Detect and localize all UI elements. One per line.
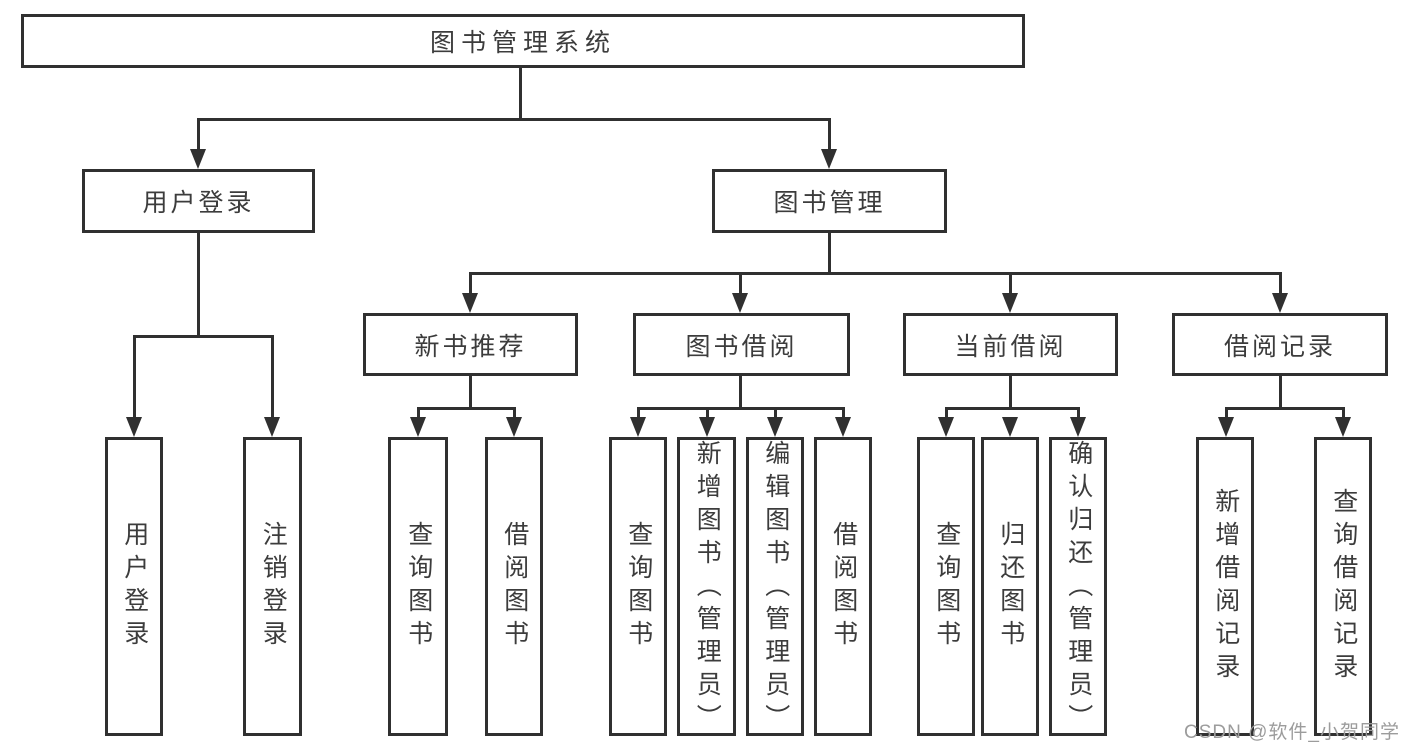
connector-vline — [1077, 407, 1080, 417]
connector-vline — [842, 407, 845, 417]
arrow-down-icon — [1070, 417, 1086, 437]
connector-vline — [739, 272, 742, 293]
arrow-down-icon — [1218, 417, 1234, 437]
leaf-user-login: 用户登录 — [105, 437, 163, 736]
leaf-query-books-current: 查询图书 — [917, 437, 975, 736]
connector-vline — [828, 233, 831, 272]
arrow-down-icon — [630, 417, 646, 437]
arrow-down-icon — [1335, 417, 1351, 437]
arrow-down-icon — [1272, 293, 1288, 313]
arrow-down-icon — [1002, 293, 1018, 313]
leaf-return-book: 归还图书 — [981, 437, 1039, 736]
connector-vline — [513, 407, 516, 417]
connector-vline — [519, 68, 522, 118]
arrow-down-icon — [732, 293, 748, 313]
connector-vline — [1009, 376, 1012, 407]
connector-hline — [469, 272, 1282, 275]
leaf-logout: 注销登录 — [243, 437, 302, 736]
connector-vline — [1279, 272, 1282, 293]
connector-vline — [271, 335, 274, 417]
leaf-confirm-return-admin: 确认归还（管理员） — [1049, 437, 1107, 737]
node-user-login: 用户登录 — [82, 169, 315, 233]
arrow-down-icon — [767, 417, 783, 437]
connector-vline — [417, 407, 420, 417]
node-new-book-recommend: 新书推荐 — [363, 313, 578, 376]
node-book-management: 图书管理 — [712, 169, 947, 233]
connector-vline — [469, 376, 472, 407]
connector-vline — [469, 272, 472, 293]
connector-vline — [1009, 272, 1012, 293]
arrow-down-icon — [126, 417, 142, 437]
connector-vline — [637, 407, 640, 417]
connector-vline — [828, 118, 831, 150]
connector-vline — [1279, 376, 1282, 407]
connector-hline — [1225, 407, 1344, 410]
arrow-down-icon — [264, 417, 280, 437]
connector-vline — [197, 233, 200, 335]
connector-vline — [1342, 407, 1345, 417]
connector-hline — [133, 335, 274, 338]
arrow-down-icon — [410, 417, 426, 437]
leaf-borrow-books-recommend: 借阅图书 — [485, 437, 543, 736]
node-book-borrowing: 图书借阅 — [633, 313, 850, 376]
connector-vline — [133, 335, 136, 417]
arrow-down-icon — [462, 293, 478, 313]
leaf-borrow-books: 借阅图书 — [814, 437, 872, 736]
connector-hline — [637, 407, 845, 410]
arrow-down-icon — [1002, 417, 1018, 437]
connector-vline — [774, 407, 777, 417]
connector-vline — [706, 407, 709, 417]
connector-vline — [739, 376, 742, 407]
arrow-down-icon — [938, 417, 954, 437]
node-library-management-system: 图书管理系统 — [21, 14, 1025, 68]
connector-hline — [945, 407, 1080, 410]
arrow-down-icon — [699, 417, 715, 437]
connector-vline — [1225, 407, 1228, 417]
leaf-add-borrow-record: 新增借阅记录 — [1196, 437, 1254, 736]
arrow-down-icon — [506, 417, 522, 437]
leaf-add-book-admin: 新增图书（管理员） — [677, 437, 736, 737]
arrow-down-icon — [835, 417, 851, 437]
arrow-down-icon — [190, 149, 206, 169]
leaf-query-books-recommend: 查询图书 — [388, 437, 448, 736]
connector-hline — [197, 118, 831, 121]
watermark-text: CSDN @软件_小贺同学 — [1184, 722, 1400, 743]
connector-vline — [945, 407, 948, 417]
node-borrow-records: 借阅记录 — [1172, 313, 1388, 376]
node-current-borrowing: 当前借阅 — [903, 313, 1118, 376]
leaf-query-borrow-record: 查询借阅记录 — [1314, 437, 1372, 736]
leaf-query-books-borrowing: 查询图书 — [609, 437, 667, 736]
leaf-edit-book-admin: 编辑图书（管理员） — [746, 437, 804, 737]
connector-vline — [197, 118, 200, 150]
connector-hline — [417, 407, 516, 410]
arrow-down-icon — [821, 149, 837, 169]
